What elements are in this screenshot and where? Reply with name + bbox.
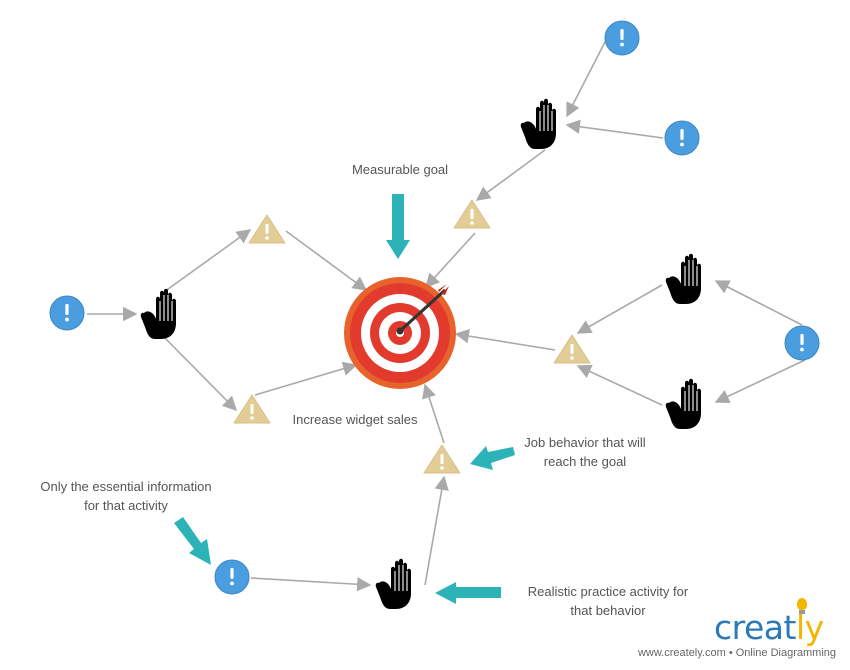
info-icon bbox=[784, 325, 820, 361]
logo-accent: ly bbox=[795, 608, 824, 647]
connector bbox=[576, 364, 663, 406]
connector bbox=[422, 383, 445, 444]
increase-widget-sales-label: Increase widget sales bbox=[292, 412, 418, 427]
warning-icon bbox=[233, 394, 271, 424]
connector bbox=[714, 359, 806, 403]
hand-icon bbox=[520, 98, 557, 150]
connector bbox=[163, 229, 252, 293]
target-icon bbox=[344, 277, 456, 389]
hand-icon bbox=[140, 288, 177, 340]
warning-icon bbox=[553, 334, 591, 364]
pointer-arrow-left bbox=[435, 582, 501, 604]
info-icon bbox=[604, 20, 640, 56]
info-icon bbox=[49, 295, 85, 331]
connector bbox=[424, 475, 449, 586]
job-behavior-label: Job behavior that will reach the goal bbox=[505, 433, 665, 471]
practice-activity-line1: Realistic practice activity for bbox=[527, 584, 689, 599]
job-behavior-line1: Job behavior that will bbox=[524, 435, 646, 450]
info-icon bbox=[664, 120, 700, 156]
essential-info-line1: Only the essential information bbox=[40, 479, 212, 494]
connector bbox=[285, 230, 368, 291]
practice-activity-label: Realistic practice activity for that beh… bbox=[508, 582, 708, 620]
pointer-arrow-down bbox=[386, 194, 410, 259]
measurable-goal-label: Measurable goal bbox=[351, 162, 449, 177]
warning-icon bbox=[453, 199, 491, 229]
connector bbox=[566, 41, 606, 118]
essential-info-label: Only the essential information for that … bbox=[20, 477, 232, 515]
pointer-arrow-diagonal bbox=[174, 517, 211, 565]
connector bbox=[250, 577, 372, 592]
essential-info-line2: for that activity bbox=[84, 498, 168, 513]
info-icon bbox=[214, 559, 250, 595]
connector bbox=[475, 149, 546, 201]
practice-activity-line2: that behavior bbox=[570, 603, 646, 618]
warning-icon bbox=[423, 444, 461, 474]
logo-main: creat bbox=[714, 608, 796, 647]
connector bbox=[565, 119, 664, 139]
hand-icon bbox=[665, 378, 702, 430]
connector bbox=[425, 232, 476, 289]
creately-logo: creatly bbox=[714, 608, 844, 647]
connector bbox=[163, 336, 238, 412]
hand-icon bbox=[665, 253, 702, 305]
connector bbox=[254, 361, 358, 396]
job-behavior-line2: reach the goal bbox=[543, 454, 627, 469]
lightbulb-icon bbox=[797, 598, 807, 610]
connector bbox=[454, 328, 556, 351]
pointer-arrow-left bbox=[470, 446, 515, 470]
connector bbox=[714, 280, 803, 326]
connector bbox=[576, 284, 663, 334]
creately-tagline[interactable]: www.creately.com • Online Diagramming bbox=[637, 647, 836, 659]
warning-icon bbox=[248, 214, 286, 244]
lightbulb-base bbox=[799, 610, 805, 614]
hand-icon bbox=[375, 558, 412, 610]
